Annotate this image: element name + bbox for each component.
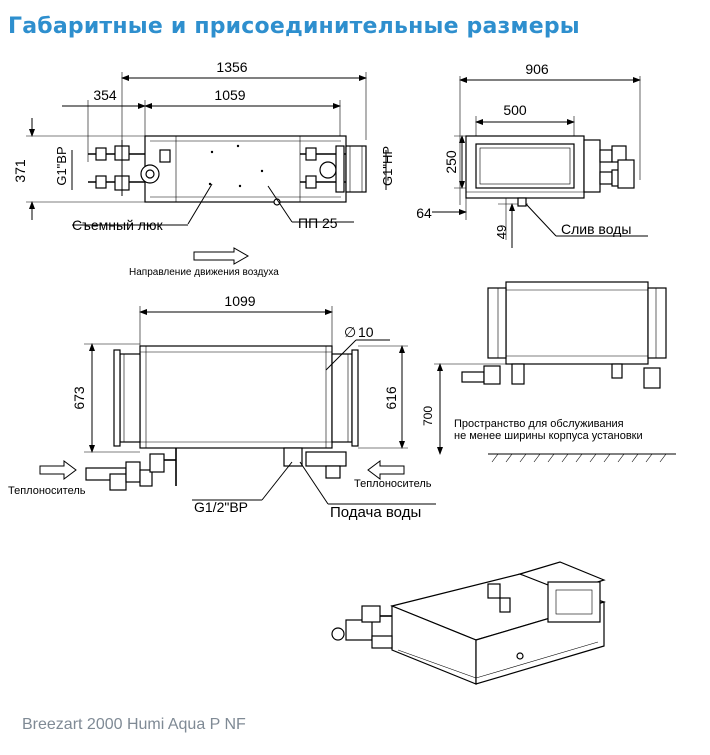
dim-1356: 1356 — [216, 59, 247, 75]
service-note-line2: не менее ширины корпуса установки — [454, 430, 643, 442]
isometric-view — [331, 561, 606, 685]
dim-49: 49 — [494, 225, 509, 239]
pipe-assembly-left — [88, 140, 171, 196]
pipe-assembly-right — [300, 145, 346, 193]
dim-371: 371 — [12, 159, 28, 183]
dim-250: 250 — [443, 150, 459, 174]
hole-symbol: ∅ — [344, 324, 356, 340]
front-view: 1099 673 616 ∅ 10 — [8, 293, 436, 521]
dim-500: 500 — [503, 102, 527, 118]
drain-pp25-label: ПП 25 — [298, 215, 338, 231]
coolant-right-label: Теплоноситель — [354, 478, 432, 490]
product-name: Breezart 2000 Humi Aqua P NF — [22, 716, 246, 733]
airflow-arrow — [193, 247, 250, 265]
pipe-assembly-bottom — [85, 447, 347, 491]
unit-body-front — [139, 345, 333, 449]
service-note-line1: Пространство для обслуживания — [454, 418, 624, 430]
water-supply-label: Подача воды — [330, 504, 421, 521]
dim-616: 616 — [383, 386, 399, 410]
dim-64: 64 — [416, 205, 432, 221]
page-title: Габаритные и присоединительные размеры — [8, 14, 580, 39]
airflow-label: Направление движения воздуха — [129, 267, 279, 278]
hatch-label: Съемный люк — [72, 217, 163, 233]
dim-hole-10: 10 — [358, 324, 374, 340]
coolant-left-label: Теплоноситель — [8, 485, 86, 497]
thread-left-label: G1"ВР — [54, 146, 69, 185]
dim-906: 906 — [525, 61, 549, 77]
dim-354: 354 — [93, 87, 117, 103]
unit-body-install — [505, 281, 649, 365]
top-view: 1356 354 1059 371 G1"ВР G1"НР — [12, 59, 395, 278]
dim-700: 700 — [421, 406, 435, 426]
thread-right-label: G1"НР — [380, 146, 395, 186]
unit-body-top — [144, 135, 347, 203]
thread-water-label: G1/2"ВР — [194, 499, 248, 515]
install-view: 700 Пространство для обслуживания не мен… — [421, 281, 676, 463]
dim-1059: 1059 — [214, 87, 245, 103]
dim-673: 673 — [71, 386, 87, 410]
dim-1099: 1099 — [224, 293, 255, 309]
side-view: 906 500 250 64 49 Слив воды — [416, 61, 648, 248]
water-drain-label: Слив воды — [561, 221, 631, 237]
